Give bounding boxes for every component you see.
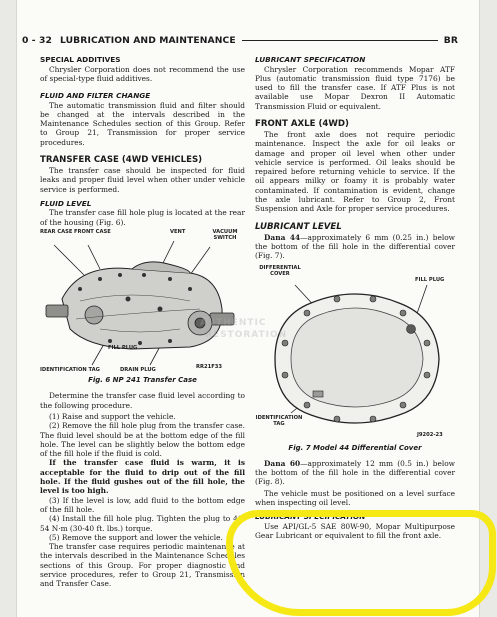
- lubricant-spec-axle-text: Use API/GL-5 SAE 80W-90, Mopar Multipurp…: [255, 521, 455, 541]
- label-vent: VENT: [170, 229, 186, 236]
- label-fill-plug-axle: FILL PLUG: [415, 276, 445, 283]
- heading-lubricant-specification: LUBRICANT SPECIFICATION: [255, 55, 366, 64]
- section-title: LUBRICATION AND MAINTENANCE: [60, 34, 236, 46]
- heading-lubricant-level: LUBRICANT LEVEL: [255, 221, 342, 232]
- heading-special-additives: SPECIAL ADDITIVES: [40, 55, 121, 64]
- step-4: (4) Install the fill hole plug. Tighten …: [40, 514, 245, 533]
- label-identification-tag-axle: IDENTIFICATION TAG: [255, 414, 303, 427]
- lubricant-spec-text: Chrysler Corporation recommends Mopar AT…: [255, 64, 455, 111]
- fluid-level-text: The transfer case fill hole plug is loca…: [40, 208, 245, 227]
- warning-text: If the transfer case fluid is warm, it i…: [40, 458, 245, 496]
- dana-44-description: —approximately 6 mm (0.25 in.) below the…: [255, 232, 455, 261]
- dana-60-description: —approximately 12 mm (0.5 in.) below the…: [255, 458, 455, 487]
- header-rule: [241, 39, 438, 41]
- dana-44-text: Dana 44—approximately 6 mm (0.25 in.) be…: [255, 233, 455, 261]
- header-code: BR: [443, 34, 458, 46]
- dana-44-label: Dana 44: [264, 232, 301, 242]
- right-column: LUBRICANT SPECIFICATION Chrysler Corpora…: [255, 55, 455, 542]
- special-additives-text: Chrysler Corporation does not recommend …: [40, 64, 245, 83]
- label-drain-plug: DRAIN PLUG: [120, 367, 156, 374]
- heading-lubricant-specification-axle: LUBRICANT SPECIFICATION: [255, 512, 366, 522]
- page-header: 0 - 32 LUBRICATION AND MAINTENANCE BR: [22, 33, 458, 47]
- label-differential-cover: DIFFERENTIAL COVER: [259, 264, 301, 277]
- front-axle-text: The front axle does not require periodic…: [255, 129, 455, 214]
- transfer-case-illustration: [45, 240, 235, 366]
- fluid-filter-text: The automatic transmission fluid and fil…: [40, 100, 245, 147]
- heading-front-axle: FRONT AXLE (4WD): [255, 118, 349, 129]
- label-fill-plug: FILL PLUG: [108, 345, 138, 352]
- figure-6-caption: Fig. 6 NP 241 Transfer Case: [88, 376, 197, 385]
- step-3: (3) If the level is low, add fluid to th…: [40, 495, 245, 514]
- figure-7-differential-cover: DIFFERENTIAL COVER FILL PLUG IDENTIFICAT…: [255, 263, 455, 443]
- heading-fluid-level: FLUID LEVEL: [40, 198, 92, 208]
- dana-60-text: Dana 60—approximately 12 mm (0.5 in.) be…: [255, 459, 455, 487]
- label-vacuum-switch: VACUUM SWITCH: [212, 229, 238, 242]
- differential-cover-illustration: [274, 284, 440, 424]
- label-identification-tag: IDENTIFICATION TAG: [40, 367, 100, 374]
- label-rear-case: REAR CASE: [40, 229, 73, 236]
- left-column: SPECIAL ADDITIVES Chrysler Corporation d…: [40, 55, 245, 591]
- heading-transfer-case: TRANSFER CASE (4WD VEHICLES): [40, 155, 203, 166]
- step-5: (5) Remove the support and lower the veh…: [49, 532, 223, 542]
- figure-7-caption: Fig. 7 Model 44 Differential Cover: [288, 443, 422, 452]
- heading-fluid-filter-change: FLUID AND FILTER CHANGE: [40, 91, 151, 101]
- label-front-case: FRONT CASE: [74, 229, 111, 236]
- dana-60-label: Dana 60: [264, 458, 301, 468]
- page-number: 0 - 32: [22, 34, 52, 46]
- maintenance-text: The transfer case requires periodic main…: [40, 542, 245, 589]
- figure-6-transfer-case: REAR CASE FRONT CASE VENT VACUUM SWITCH …: [40, 229, 245, 375]
- figure-code: RR21F33: [196, 364, 222, 371]
- step-1: (1) Raise and support the vehicle.: [49, 411, 176, 421]
- procedure-intro: Determine the transfer case fluid level …: [40, 391, 245, 410]
- step-2: (2) Remove the fill hole plug from the t…: [40, 421, 245, 459]
- figure-7-code: J9202-23: [417, 431, 443, 438]
- transfer-case-text: The transfer case should be inspected fo…: [40, 166, 245, 194]
- level-surface-text: The vehicle must be positioned on a leve…: [255, 488, 455, 508]
